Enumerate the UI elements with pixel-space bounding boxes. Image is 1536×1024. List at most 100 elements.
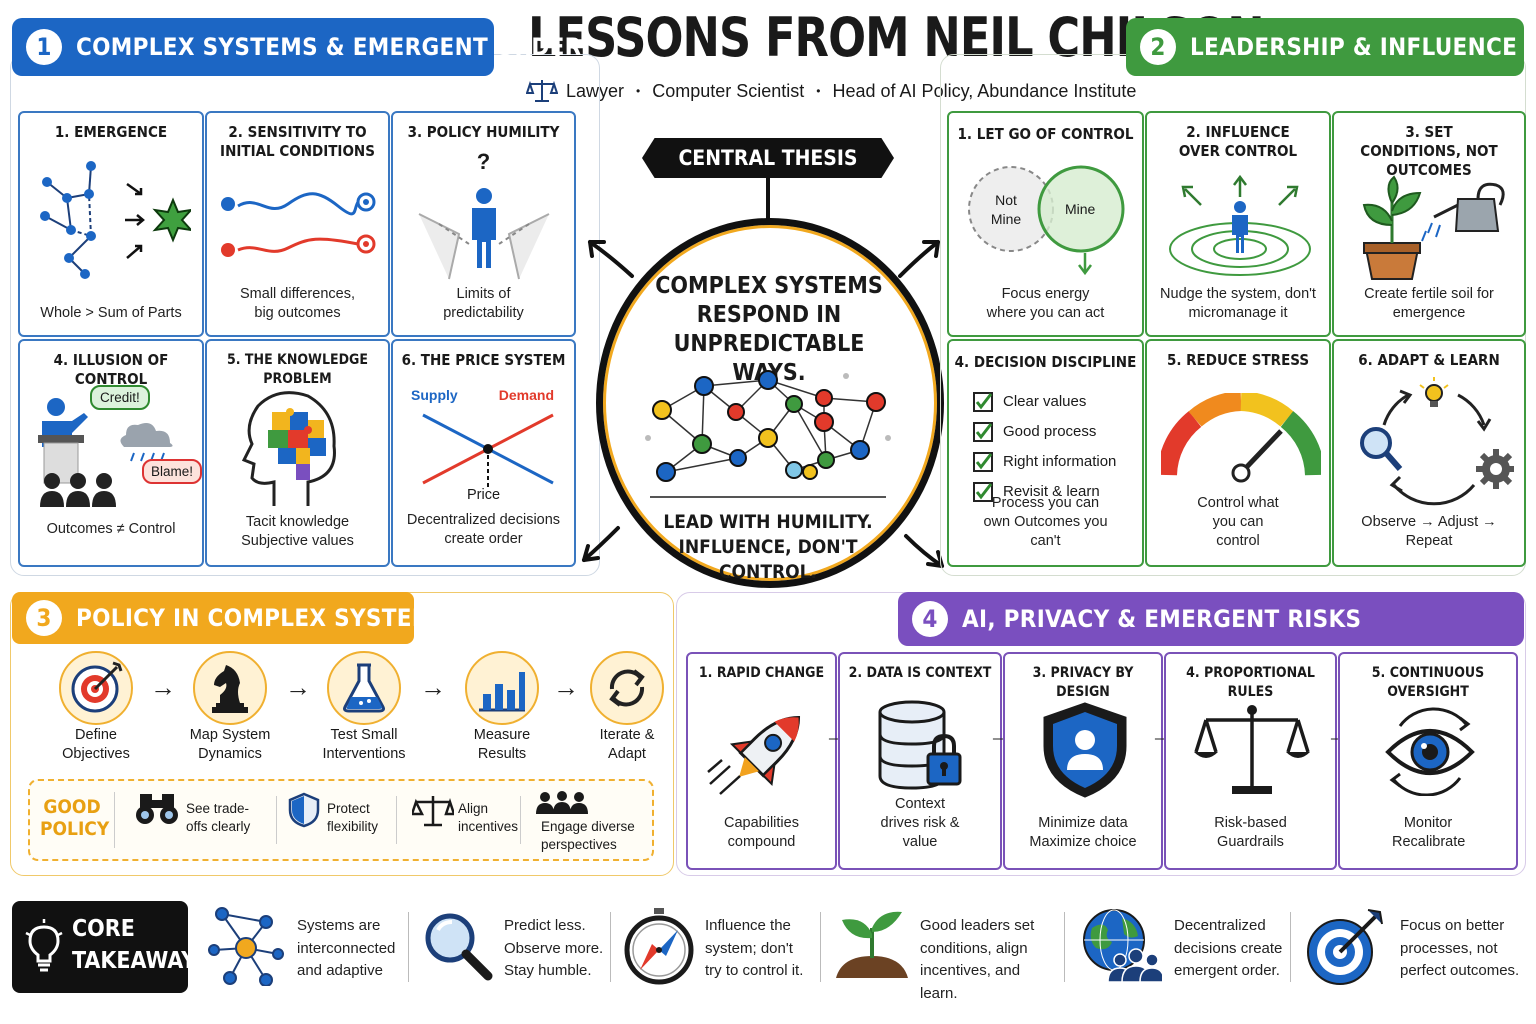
role-head-of-ai-policy: Head of AI Policy, Abundance Institute [832, 80, 1137, 101]
thesis-sub: LEAD WITH HUMILITY. INFLUENCE, DON'T CON… [663, 511, 873, 583]
database-lock-icon [876, 698, 972, 803]
shield-person-icon [1039, 700, 1131, 805]
card-title: 2. INFLUENCE OVER CONTROL [1178, 123, 1298, 160]
role-separator: • [636, 84, 641, 98]
flask-icon [327, 651, 401, 725]
card-continuous-oversight: 5. CONTINUOUS OVERSIGHT Monitor Recalibr… [1338, 652, 1518, 870]
step-label: Define Objectives [62, 727, 130, 762]
section-3-banner: 3 POLICY IN COMPLEX SYSTEMS [12, 592, 449, 644]
takeaway-text: Decentralized decisions create emergent … [1174, 917, 1283, 979]
card-title: 6. THE PRICE SYSTEM [401, 351, 566, 369]
card-caption: Minimize data Maximize choice [1029, 815, 1137, 850]
card-caption: Small differences, big outcomes [240, 286, 355, 321]
lightbulb-icon [25, 919, 63, 972]
card-caption: Focus energy where you can act [986, 286, 1105, 321]
price-label: Price [466, 487, 501, 503]
good-divider [396, 796, 397, 844]
checkbox-icon [973, 422, 993, 442]
step-label: Test Small Interventions [322, 727, 406, 762]
scales-icon [1194, 702, 1310, 803]
check-item: Good process [973, 417, 1116, 447]
good-policy-box [28, 779, 654, 861]
flow-arrow: → [285, 672, 311, 702]
flow-arrow: → [150, 672, 176, 702]
gauge-icon [1157, 391, 1325, 498]
section-number: 4 [912, 601, 948, 637]
card-caption: Nudge the system, don't micromanage it [1160, 286, 1316, 321]
section-2-banner: 2 LEADERSHIP & INFLUENCE [1126, 18, 1524, 76]
good-item-text: Protect flexibility [327, 801, 379, 834]
checkbox-icon [973, 452, 993, 472]
takeaway-divider [1064, 912, 1065, 982]
step-label: Measure Results [473, 727, 531, 762]
role-separator: • [816, 84, 821, 98]
card-caption: Whole > Sum of Parts [40, 305, 182, 321]
card-caption: Capabilities compound [724, 815, 799, 850]
card-title: 6. ADAPT & LEARN [1358, 351, 1500, 369]
diverging-waves-icon [207, 169, 388, 279]
card-privacy-by-design: 3. PRIVACY BY DESIGN Minimize data Maxim… [1003, 652, 1163, 870]
network-icon [208, 906, 284, 991]
not-mine-label: Not Mine [990, 192, 1022, 227]
takeaway-divider [1290, 912, 1291, 982]
section-title: LEADERSHIP & INFLUENCE [1190, 33, 1518, 61]
card-title: 4. ILLUSION OF CONTROL [53, 351, 169, 388]
card-decision-discipline: 4. DECISION DISCIPLINE Clear values Good… [947, 339, 1144, 567]
good-item-text: Engage diverse perspectives [541, 819, 635, 852]
takeaways-label: CORE TAKEAWAYS [72, 916, 211, 974]
eye-icon [1380, 706, 1480, 801]
scales-icon [410, 794, 456, 833]
card-adapt-learn: 6. ADAPT & LEARN Observe → Adjust → Repe… [1332, 339, 1526, 567]
card-title: 3. POLICY HUMILITY [407, 123, 560, 141]
card-proportional-rules: 4. PROPORTIONAL RULES Risk-based Guardra… [1164, 652, 1337, 870]
demand-label: Demand [498, 387, 554, 403]
credit-bubble: Credit! [90, 385, 150, 410]
card-let-go-of-control: 1. LET GO OF CONTROL Not Mine Mine Focus… [947, 111, 1144, 337]
card-title: 1. EMERGENCE [54, 123, 168, 141]
card-title: 5. THE KNOWLEDGE PROBLEM [227, 352, 368, 387]
shield-icon [288, 792, 320, 833]
podium-crowd-icon: Credit! Blame! [28, 377, 203, 517]
card-title: 4. PROPORTIONAL RULES [1186, 665, 1315, 700]
card-title: 5. REDUCE STRESS [1166, 351, 1310, 369]
takeaway-divider [820, 912, 821, 982]
people-icon [536, 790, 588, 823]
thesis-circle [596, 218, 944, 588]
card-title: 4. DECISION DISCIPLINE [954, 353, 1137, 371]
takeaway-divider [408, 912, 409, 982]
card-reduce-stress: 5. REDUCE STRESS Control what you can co… [1145, 339, 1331, 567]
role-lawyer: Lawyer [566, 80, 625, 101]
card-data-is-context: 2. DATA IS CONTEXT Context drives risk &… [838, 652, 1002, 870]
card-caption: Monitor Recalibrate [1392, 815, 1466, 850]
thesis-divider [650, 496, 886, 498]
section-title: POLICY IN COMPLEX SYSTEMS [76, 604, 450, 632]
venn-icon: Not Mine Mine [965, 157, 1135, 277]
scales-icon [526, 80, 558, 102]
section-number: 2 [1140, 29, 1176, 65]
section-4-banner: 4 AI, PRIVACY & EMERGENT RISKS [898, 592, 1524, 646]
network-icon [640, 362, 900, 487]
step-label: Iterate & Adapt [599, 727, 655, 762]
puzzle-head-icon [207, 377, 388, 517]
sprout-icon [832, 906, 912, 987]
person-at-crossroads-icon [393, 179, 574, 289]
checkbox-icon [973, 392, 993, 412]
target-icon [1304, 906, 1388, 991]
card-caption: Control what you can control [1197, 495, 1279, 549]
rocket-icon [706, 700, 816, 805]
good-item-text: See trade-offs clearly [186, 801, 251, 834]
bar-chart-icon [465, 651, 539, 725]
takeaway-text: Influence the system; don't try to contr… [705, 917, 804, 979]
takeaway-divider [610, 912, 611, 982]
refresh-icon [590, 651, 664, 725]
card-caption: Limits of predictability [443, 286, 524, 321]
card-title: 3. PRIVACY BY DESIGN [1032, 665, 1134, 700]
takeaway-text: Good leaders set conditions, align incen… [920, 917, 1035, 1002]
good-divider [520, 796, 521, 844]
blame-bubble: Blame! [142, 459, 203, 484]
supply-demand-icon [413, 409, 563, 494]
good-policy-label: GOOD POLICY [40, 796, 110, 840]
card-caption: Observe → Adjust → Repeat [1361, 514, 1497, 549]
card-caption: Decentralized decisions create order [406, 512, 561, 547]
chess-knight-icon [193, 651, 267, 725]
